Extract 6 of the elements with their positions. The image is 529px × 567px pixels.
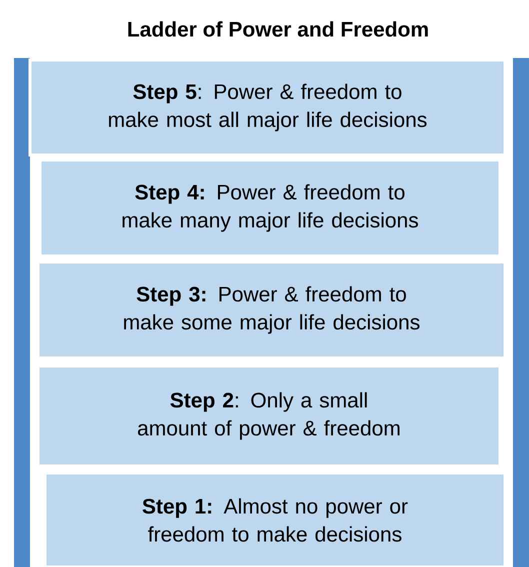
title: Ladder of Power and Freedom (128, 21, 428, 37)
step-box: Step 2: Only a small amount of power & freedom (36, 364, 502, 468)
step-box: Step 4: Power & freedom to make many major life decisions (38, 158, 502, 258)
step-box: Step 3: Power & freedom to make some major life decisions (36, 260, 506, 360)
step-box: Step 1: Almost no power or freedom to make decisions (44, 472, 506, 567)
step-box: Step 5: Power & freedom to make most all major life decisions (28, 58, 506, 156)
